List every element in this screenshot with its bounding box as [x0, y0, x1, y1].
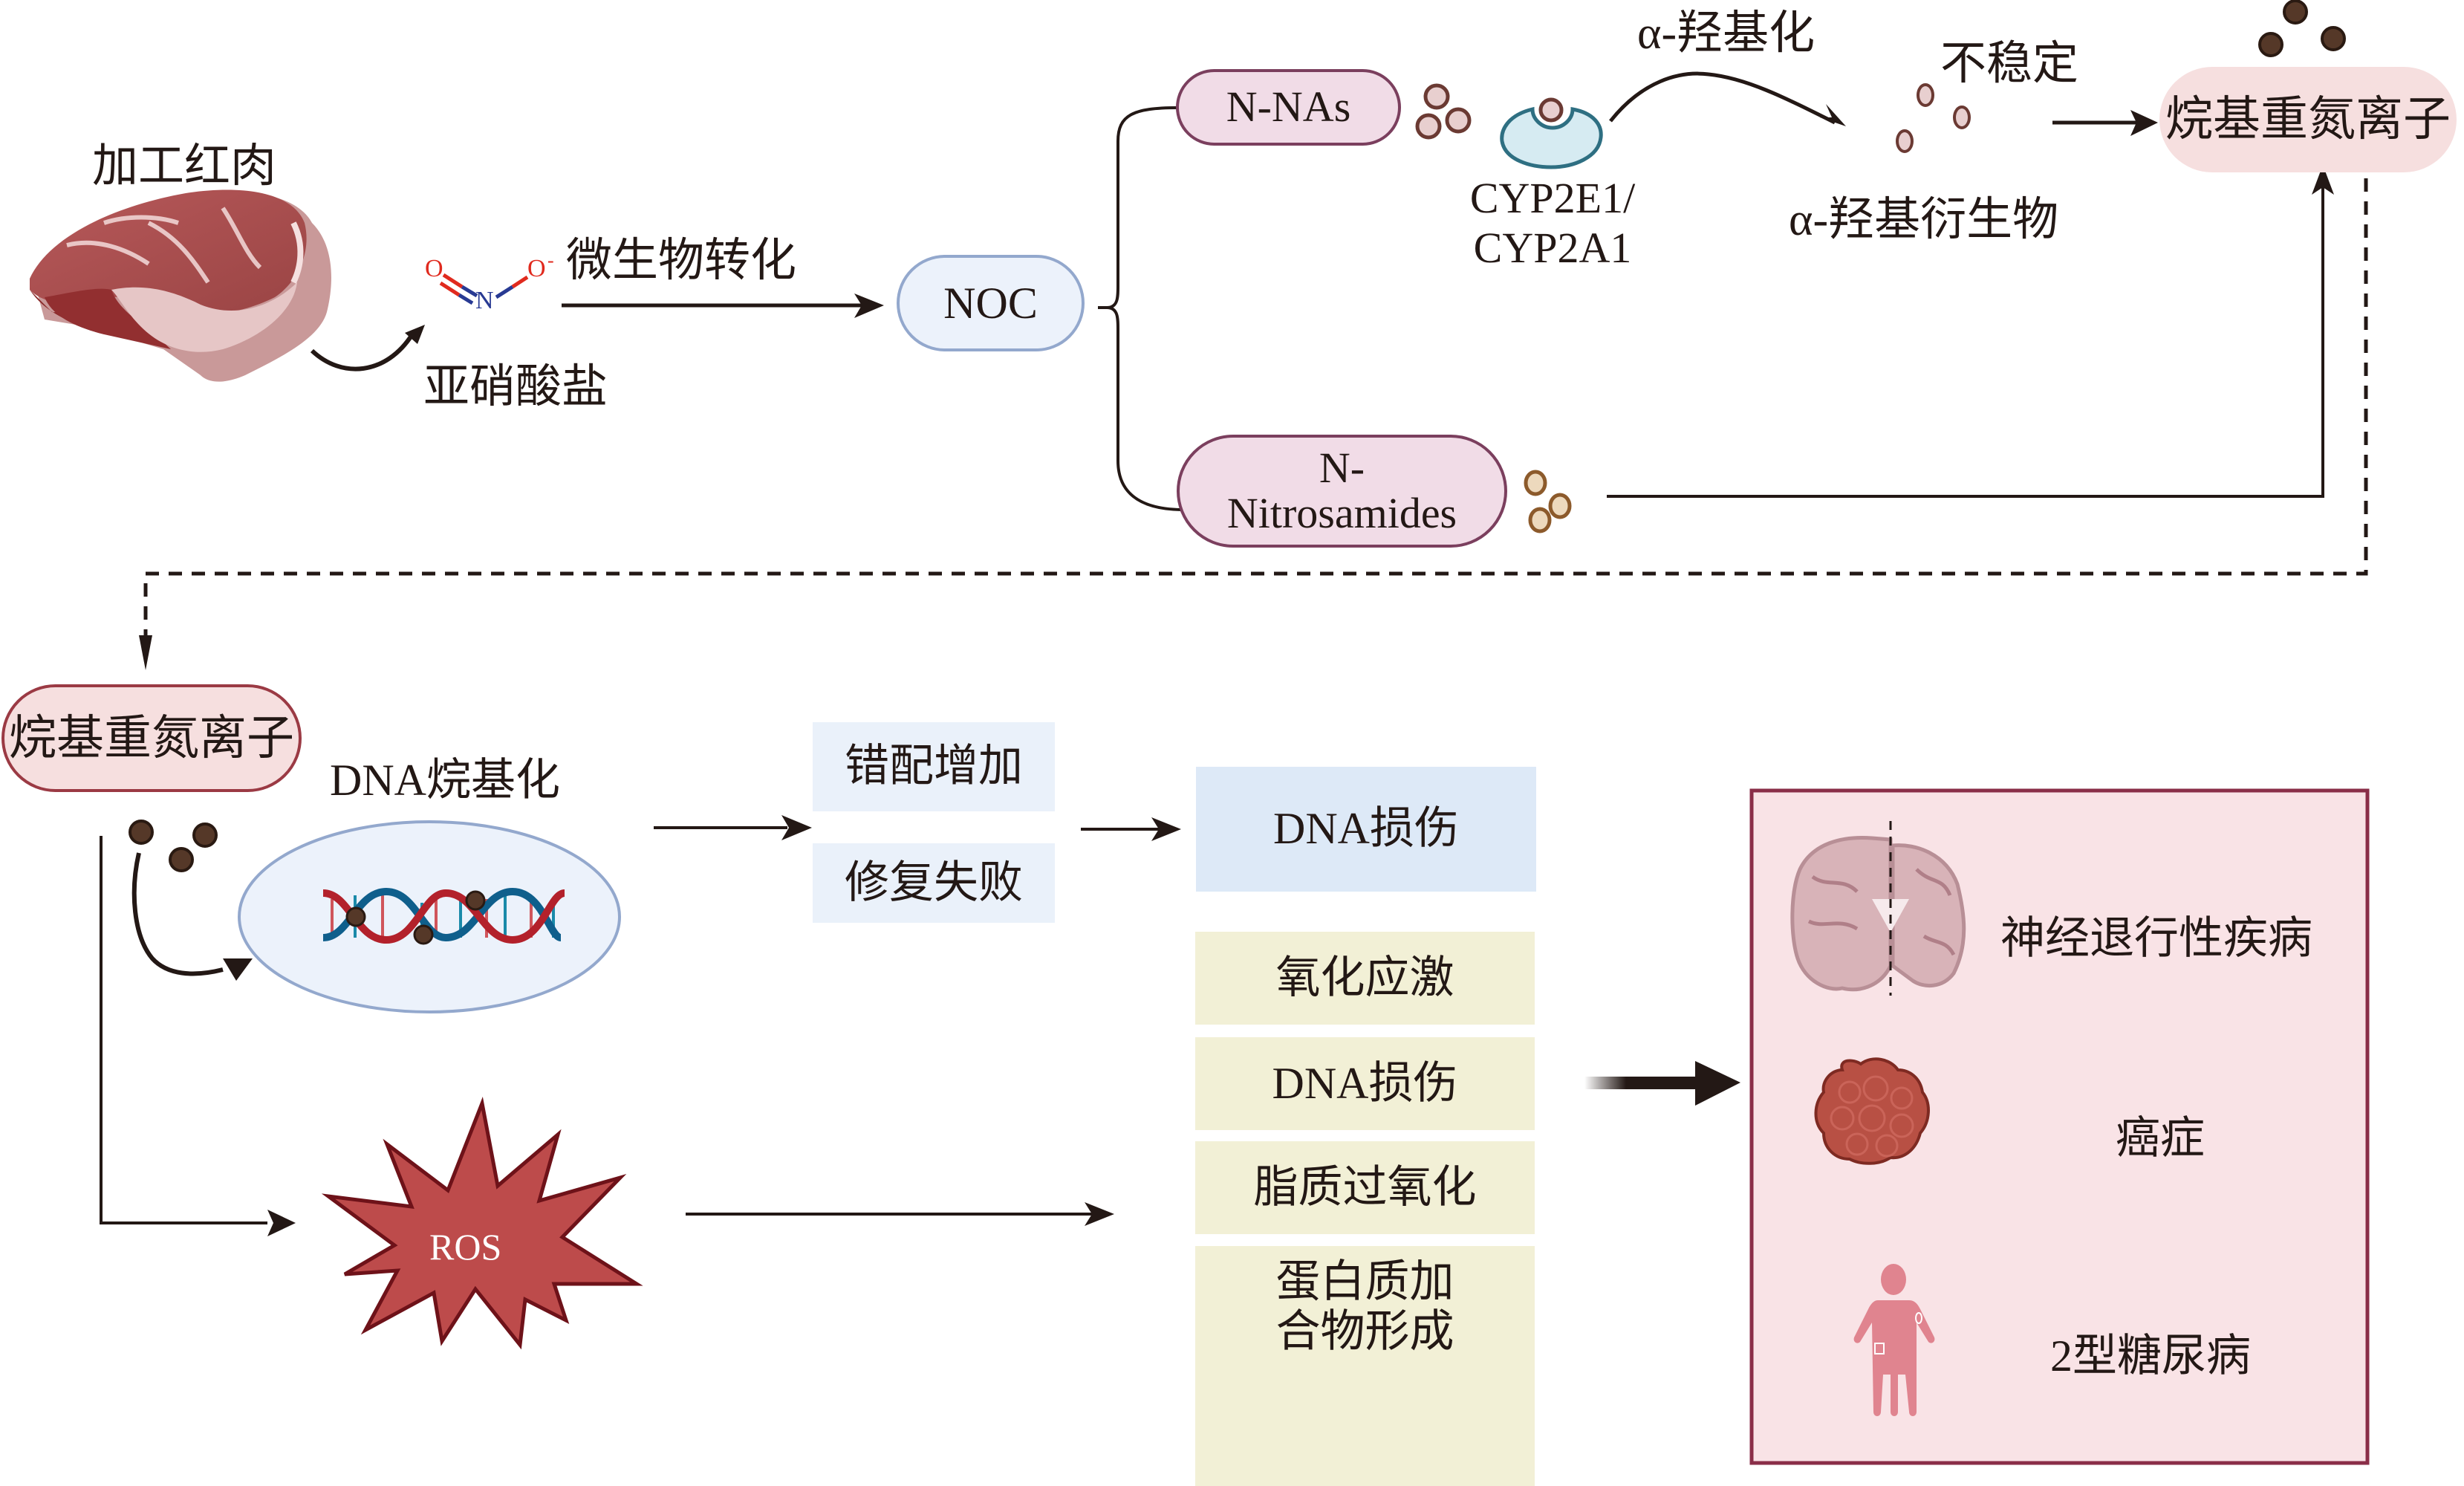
nitrite-label: 亚硝酸盐	[423, 362, 608, 412]
to-ros-line	[100, 836, 267, 1224]
effect-label-line1: 蛋白质加	[1275, 1257, 1454, 1306]
nitrosamides-to-diazonium-line	[1607, 178, 2324, 498]
dna-damage-box: DNA损伤	[1196, 767, 1536, 892]
dna-ellipse	[238, 820, 621, 1013]
alkyl-diazonium-label-bottom: 烷基重氮离子	[9, 711, 294, 765]
cyp-label-line1: CYP2E1/	[1469, 174, 1636, 222]
n-nas-label: N-NAs	[1226, 82, 1351, 132]
alkyl-dots-top-icon	[2258, 0, 2346, 57]
cyp-label-line2: CYP2A1	[1473, 224, 1632, 272]
unstable-molecules-icon	[1896, 83, 1971, 153]
ros-star-icon	[321, 1097, 643, 1350]
tumor-icon	[1814, 1057, 1930, 1165]
branch-brace-upper	[1098, 106, 1178, 309]
alpha-hydroxy-derivative-label: α-羟基衍生物	[1789, 195, 2059, 245]
n-nitrosamides-label-line2: Nitrosamides	[1226, 489, 1457, 537]
alpha-hydroxylation-label: α-羟基化	[1637, 8, 1816, 59]
alkyl-dots-bottom-icon	[129, 820, 218, 872]
effect-box-oxidative-stress: 氧化应激	[1195, 932, 1535, 1025]
effect-box-protein-adducts: 蛋白质加 合物形成	[1195, 1246, 1535, 1486]
unstable-label: 不稳定	[1940, 39, 2079, 89]
branch-brace-lower	[1106, 306, 1182, 511]
alkyl-diazonium-label-top: 烷基重氮离子	[2165, 93, 2451, 146]
n-nitrosamides-molecules-icon	[1524, 470, 1572, 533]
dna-damage-label: DNA损伤	[1273, 804, 1459, 854]
effect-label: 氧化应激	[1275, 953, 1454, 1002]
disease-label-neurodegenerative: 神经退行性疾病	[2000, 914, 2312, 963]
repair-failure-label: 修复失败	[845, 857, 1023, 907]
nitrite-atom-n: N	[475, 287, 494, 314]
disease-label-type2-diabetes: 2型糖尿病	[2050, 1331, 2251, 1380]
repair-failure-box: 修复失败	[813, 843, 1055, 923]
alkyl-diazonium-node-top: 烷基重氮离子	[2159, 67, 2457, 172]
alkyl-diazonium-node-bottom: 烷基重氮离子	[1, 684, 302, 792]
microbial-transformation-label: 微生物转化	[566, 236, 797, 286]
to-disease-arrow	[1584, 1077, 1703, 1089]
effect-label-line2: 合物形成	[1275, 1307, 1454, 1357]
cyp-enzyme-icon	[1500, 97, 1603, 169]
nitrite-charge: -	[547, 250, 554, 271]
dashed-connector	[143, 178, 2368, 639]
effect-box-lipid-peroxidation: 脂质过氧化	[1195, 1141, 1535, 1234]
n-nitrosamides-node: N- Nitrosamides	[1177, 435, 1507, 548]
mismatch-label: 错配增加	[845, 742, 1023, 791]
noc-node: NOC	[897, 255, 1085, 351]
disease-label-cancer: 癌症	[2116, 1114, 2205, 1163]
brain-icon	[1790, 821, 1966, 996]
dots-to-dna-arrow	[131, 852, 224, 976]
n-nitrosamides-label-line1: N-	[1319, 444, 1365, 493]
mismatch-box: 错配增加	[813, 722, 1055, 811]
effect-box-dna-damage: DNA损伤	[1195, 1037, 1535, 1130]
noc-label: NOC	[943, 278, 1038, 328]
dna-helix-icon	[322, 887, 566, 945]
n-nas-node: N-NAs	[1176, 69, 1401, 146]
nitrite-molecule-icon	[439, 273, 529, 305]
effect-label: DNA损伤	[1272, 1058, 1458, 1108]
person-icon	[1853, 1264, 1935, 1416]
hydroxylation-arrow	[1609, 71, 1836, 125]
effect-label: 脂质过氧化	[1253, 1162, 1477, 1212]
ros-label: ROS	[429, 1226, 502, 1268]
n-nas-molecules-icon	[1415, 83, 1472, 140]
dna-alkylation-label: DNA烷基化	[330, 756, 560, 805]
meat-to-nitrite-arrow	[310, 333, 415, 372]
processed-meat-icon	[30, 189, 331, 382]
nitrite-atom-o1: O	[425, 255, 443, 282]
nitrite-atom-o2: O	[527, 255, 546, 282]
processed-meat-label: 加工红肉	[92, 141, 277, 192]
